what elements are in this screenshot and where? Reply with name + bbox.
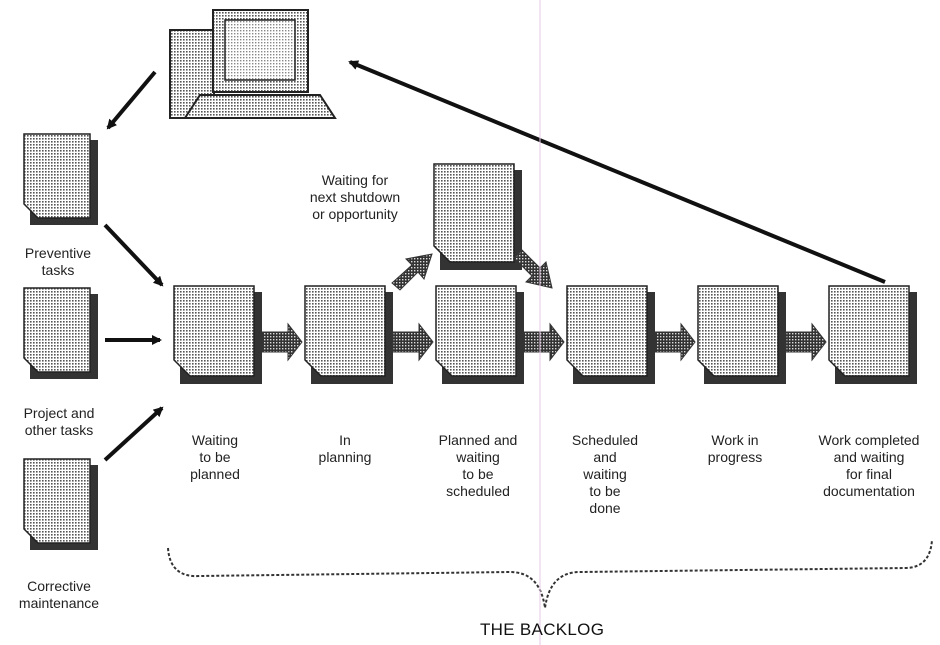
stage-work-completed-icon: [828, 285, 917, 384]
flow-arrow-from-shutdown: [513, 249, 553, 289]
flow-arrow-1: [261, 322, 303, 362]
arrow-corrective-to-stage: [103, 406, 164, 462]
stage-scheduled-waiting-icon: [566, 285, 655, 384]
flow-arrow-3: [523, 322, 565, 362]
source-label-project: Project and other tasks: [23, 405, 95, 438]
stage-label-work-in-progress: Work in progress: [707, 432, 763, 465]
backlog-title: THE BACKLOG: [480, 620, 605, 639]
project-document-icon: [23, 287, 98, 379]
flow-arrows: [261, 249, 827, 362]
arrow-computer-to-preventive: [106, 70, 157, 130]
stage-label-planned-waiting: Planned and waiting to be scheduled: [438, 432, 518, 499]
shutdown-label: Waiting for next shutdown or opportunity: [309, 172, 401, 222]
shutdown-document-icon: [433, 163, 522, 270]
stage-label-work-completed: Work completed and waiting for final doc…: [818, 432, 920, 499]
computer-icon: [169, 9, 337, 119]
stage-label-in-planning: In planning: [318, 432, 372, 465]
stage-in-planning-icon: [304, 285, 393, 384]
corrective-document-icon: [23, 458, 98, 550]
preventive-document-icon: [23, 133, 98, 225]
arrow-preventive-to-stage: [103, 223, 164, 287]
stage-label-waiting-to-be-planned: Waiting to be planned: [190, 432, 240, 482]
source-label-corrective: Corrective maintenance: [18, 578, 100, 611]
flow-arrow-2: [392, 322, 434, 362]
source-label-preventive: Preventive tasks: [24, 245, 92, 278]
backlog-brace: [167, 539, 933, 609]
flow-arrow-5: [785, 322, 827, 362]
stage-planned-waiting-icon: [435, 285, 524, 384]
flow-arrow-4: [654, 322, 696, 362]
stage-label-scheduled-waiting: Scheduled and waiting to be done: [571, 432, 639, 516]
stage-work-in-progress-icon: [697, 285, 786, 384]
stage-waiting-to-be-planned-icon: [173, 285, 262, 384]
arrow-completed-to-computer: [348, 60, 886, 284]
flow-arrow-to-shutdown: [391, 253, 433, 291]
